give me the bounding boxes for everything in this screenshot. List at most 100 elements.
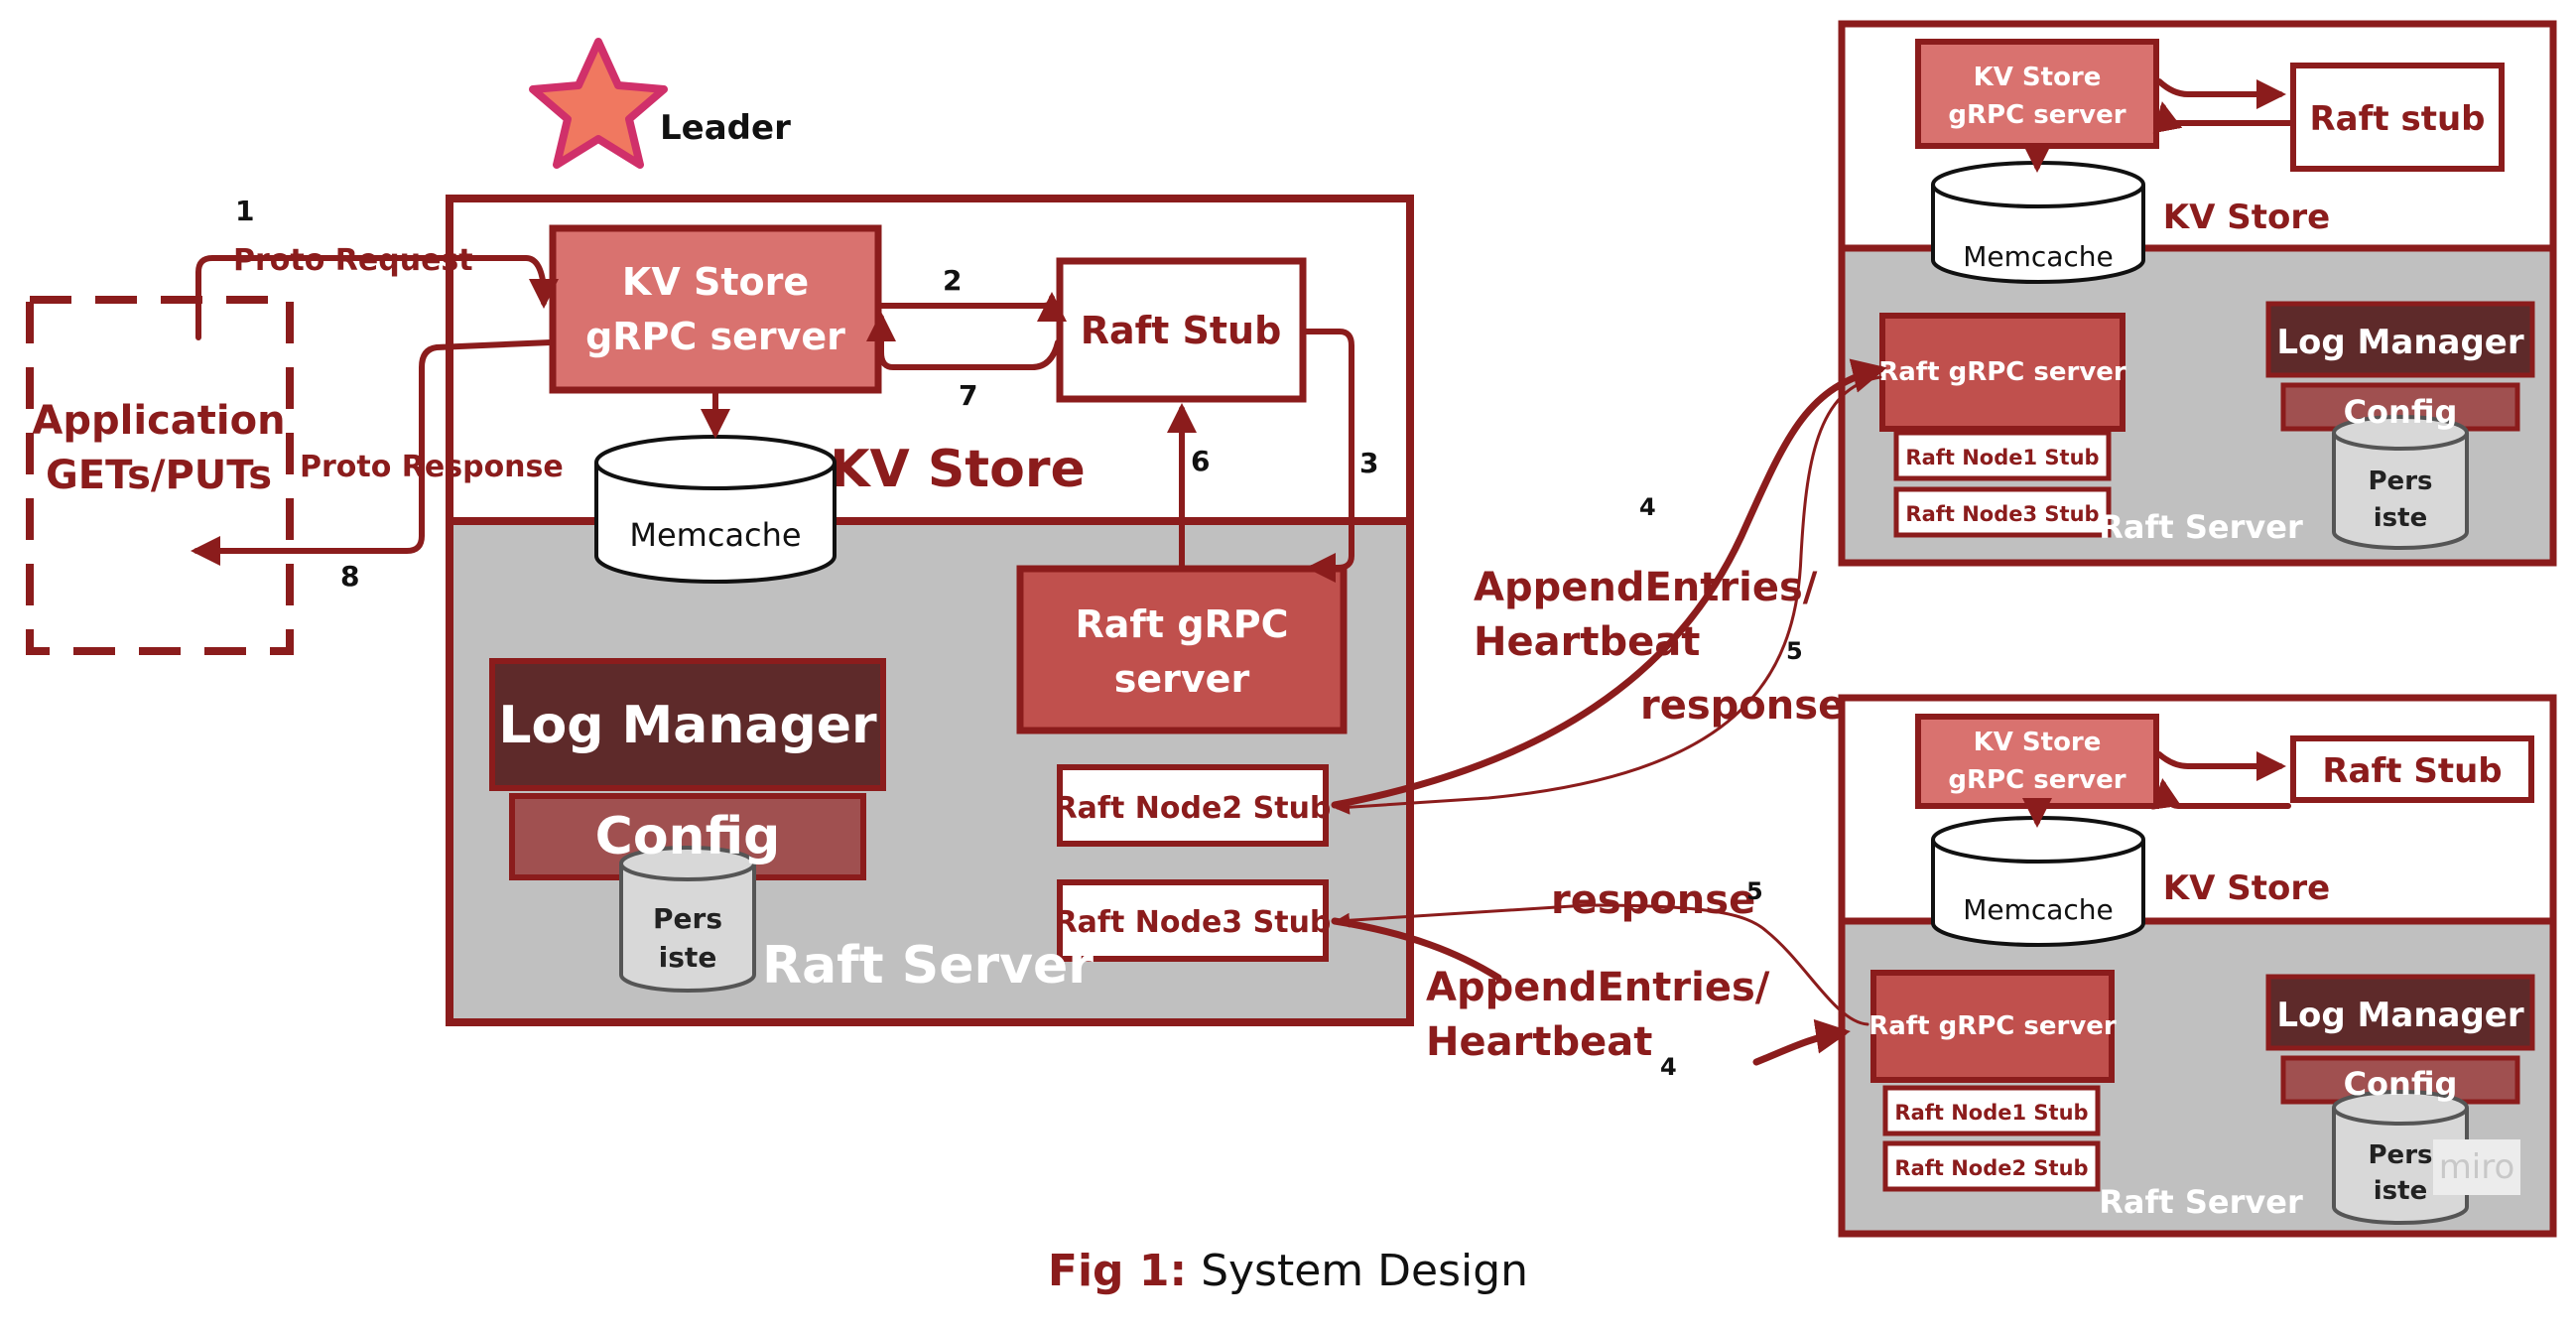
arrow-top-raft-stub-to-kv bbox=[2152, 101, 2293, 134]
leader-raft-node3-stub-label: Raft Node3 Stub bbox=[1055, 905, 1332, 940]
step-7: 7 bbox=[959, 379, 977, 412]
arrow-top-kv-to-raft-stub bbox=[2156, 78, 2286, 109]
follower-bottom-raft-node2-stub[interactable] bbox=[1882, 1140, 2101, 1192]
leader-persist-line1: Pers bbox=[653, 902, 722, 935]
application-label: Application bbox=[32, 398, 285, 444]
follower-bottom-config-label: Config bbox=[2344, 1065, 2458, 1103]
arrow-proto-response bbox=[191, 339, 554, 566]
leader-label: Leader bbox=[660, 108, 791, 148]
leader-raft-node2-stub[interactable] bbox=[1057, 764, 1329, 847]
step-2: 2 bbox=[943, 264, 962, 297]
label-proto-response: Proto Response bbox=[300, 450, 564, 484]
arrow-bottom-kv-to-raft-stub bbox=[2156, 751, 2286, 781]
follower-bottom-raft-node2-stub-label: Raft Node2 Stub bbox=[1894, 1156, 2088, 1180]
miro-watermark: miro bbox=[2433, 1139, 2520, 1195]
follower-top-persist-storage: Pers iste bbox=[2332, 415, 2469, 550]
follower-bottom-log-manager-label: Log Manager bbox=[2276, 996, 2524, 1035]
leader-raft-grpc-server[interactable] bbox=[1016, 565, 1348, 734]
leader-raft-grpc-line2: server bbox=[1114, 657, 1250, 701]
leader-memcache-label: Memcache bbox=[629, 516, 801, 554]
application-ops-label: GETs/PUTs bbox=[46, 453, 272, 498]
step-5-top: 5 bbox=[1786, 637, 1803, 665]
leader-persist-storage: Pers iste bbox=[619, 846, 756, 993]
follower-top-raft-stub-label: Raft stub bbox=[2309, 99, 2485, 139]
label-append-bottom-line2: Heartbeat bbox=[1426, 1019, 1652, 1065]
follower-top-raft-server-label: Raft Server bbox=[2099, 508, 2303, 546]
step-1: 1 bbox=[235, 195, 254, 227]
follower-top-config-label: Config bbox=[2344, 393, 2458, 431]
follower-top-raft-node3-stub[interactable] bbox=[1893, 486, 2112, 538]
follower-top-kv-grpc-line1: KV Store bbox=[1974, 63, 2102, 92]
label-append-top-line2: Heartbeat bbox=[1474, 619, 1700, 665]
arrow-proto-request bbox=[195, 255, 559, 340]
arrow-append-entries-bottom bbox=[1331, 917, 1844, 1066]
step-8: 8 bbox=[340, 560, 359, 593]
leader-kv-grpc-server[interactable] bbox=[549, 224, 882, 394]
follower-bottom-raft-stub-label: Raft Stub bbox=[2322, 751, 2502, 791]
leader-raft-grpc-line1: Raft gRPC bbox=[1075, 602, 1288, 646]
arrow-response-top bbox=[1335, 375, 1882, 815]
follower-top-raft-node1-stub[interactable] bbox=[1893, 430, 2112, 481]
leader-config-label: Config bbox=[595, 807, 781, 866]
follower-bottom-raft-node1-stub-label: Raft Node1 Stub bbox=[1894, 1101, 2088, 1125]
label-proto-request: Proto Request bbox=[233, 243, 473, 278]
leader-kv-grpc-line1: KV Store bbox=[622, 260, 809, 304]
follower-bottom-memcache-label: Memcache bbox=[1963, 893, 2114, 926]
follower-bottom-raft-server-label: Raft Server bbox=[2099, 1183, 2303, 1221]
follower-top-memcache-label: Memcache bbox=[1963, 240, 2114, 273]
follower-top-raft-stub[interactable] bbox=[2290, 63, 2505, 172]
label-response-bottom: response bbox=[1551, 877, 1755, 923]
follower-top-kv-store-label: KV Store bbox=[2163, 198, 2330, 237]
arrow-kv-to-raft-stub bbox=[878, 292, 1067, 322]
follower-top-log-manager-label: Log Manager bbox=[2276, 323, 2524, 362]
leader-star-icon bbox=[529, 38, 668, 169]
follower-top-kv-grpc-server[interactable] bbox=[1915, 39, 2159, 149]
leader-raft-stub[interactable] bbox=[1056, 257, 1307, 403]
leader-raft-server-label: Raft Server bbox=[762, 936, 1094, 996]
label-response-top: response bbox=[1640, 683, 1845, 729]
leader-log-manager-label: Log Manager bbox=[498, 696, 877, 755]
follower-top-memcache: Memcache bbox=[1931, 161, 2145, 284]
leader-memcache: Memcache bbox=[594, 435, 837, 584]
figure-caption: Fig 1: System Design bbox=[0, 1246, 2576, 1296]
step-3: 3 bbox=[1359, 447, 1378, 479]
leader-raft-node3-stub[interactable] bbox=[1057, 879, 1329, 962]
follower-top-kv-grpc-line2: gRPC server bbox=[1948, 100, 2125, 130]
follower-top-raft-grpc-server[interactable] bbox=[1879, 313, 2125, 432]
step-4-top: 4 bbox=[1639, 493, 1656, 521]
leader-log-manager[interactable] bbox=[489, 658, 886, 791]
follower-bottom-kv-grpc-line2: gRPC server bbox=[1948, 765, 2125, 795]
leader-kv-store-label: KV Store bbox=[830, 440, 1086, 499]
follower-bottom-persist-line1: Pers bbox=[2369, 1140, 2433, 1170]
follower-bottom-log-manager[interactable] bbox=[2265, 974, 2535, 1051]
follower-top-log-manager[interactable] bbox=[2265, 301, 2535, 378]
follower-top-persist-line1: Pers bbox=[2369, 466, 2433, 496]
arrow-raft-stub-to-kv bbox=[866, 312, 1061, 370]
follower-bottom-kv-store-label: KV Store bbox=[2163, 868, 2330, 908]
step-4-bottom: 4 bbox=[1660, 1053, 1677, 1081]
label-append-bottom-line1: AppendEntries/ bbox=[1426, 965, 1770, 1010]
follower-bottom-raft-node1-stub[interactable] bbox=[1882, 1085, 2101, 1136]
leader-persist-line2: iste bbox=[659, 941, 717, 974]
arrow-response-bottom bbox=[1335, 903, 1869, 1026]
follower-top-raft-grpc-label: Raft gRPC server bbox=[1878, 357, 2126, 387]
follower-bottom-kv-grpc-server[interactable] bbox=[1915, 714, 2159, 809]
follower-bottom-raft-grpc-server[interactable] bbox=[1870, 970, 2115, 1083]
follower-top-raft-node1-stub-label: Raft Node1 Stub bbox=[1905, 446, 2099, 469]
arrow-bottom-raft-stub-to-kv bbox=[2151, 778, 2291, 810]
leader-raft-node2-stub-label: Raft Node2 Stub bbox=[1055, 791, 1332, 826]
figure-caption-prefix: Fig 1: bbox=[1047, 1246, 1188, 1296]
arrow-append-entries-top bbox=[1331, 358, 1887, 809]
leader-kv-grpc-line2: gRPC server bbox=[585, 315, 845, 358]
follower-top-persist-line2: iste bbox=[2374, 503, 2427, 533]
follower-bottom-raft-stub[interactable] bbox=[2290, 735, 2534, 803]
follower-top-raft-node3-stub-label: Raft Node3 Stub bbox=[1905, 502, 2099, 526]
follower-bottom-memcache: Memcache bbox=[1931, 816, 2145, 947]
follower-bottom-persist-storage: Pers iste bbox=[2332, 1090, 2469, 1225]
follower-bottom-kv-grpc-line1: KV Store bbox=[1974, 728, 2102, 757]
follower-bottom-raft-grpc-label: Raft gRPC server bbox=[1868, 1011, 2117, 1041]
step-6: 6 bbox=[1191, 445, 1210, 477]
figure-caption-text: System Design bbox=[1187, 1246, 1529, 1296]
arrow-raft-stub-to-raft-grpc bbox=[1303, 329, 1354, 583]
